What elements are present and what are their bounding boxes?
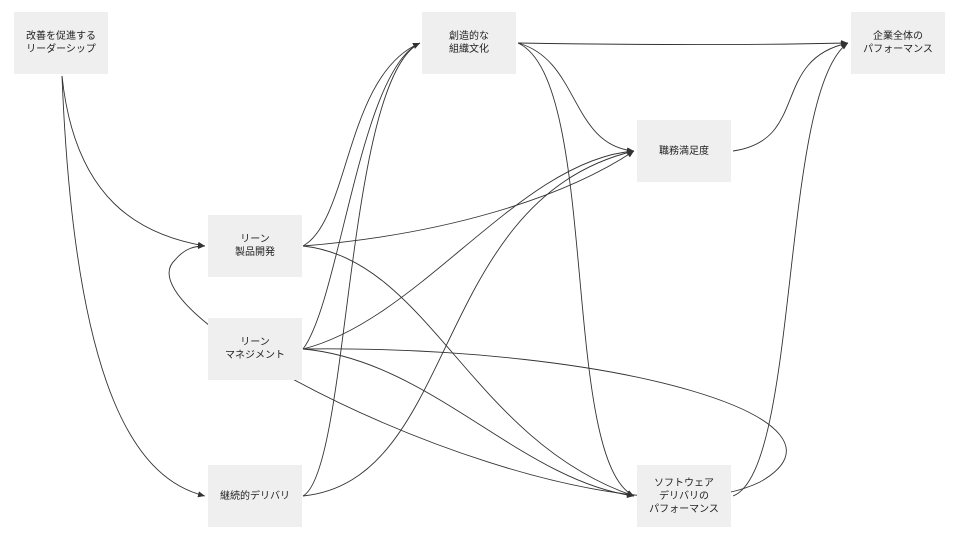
- node-label: 改善を促進する: [26, 31, 96, 42]
- edge-culture-to-org-perf: [517, 40, 849, 47]
- edge-lean-mgmt-to-sd-perf: [302, 348, 635, 498]
- edge-lean-product-to-sd-perf: [302, 245, 635, 497]
- node-label: デリバリの: [659, 490, 709, 502]
- edge-leadership-to-lean-product: [61, 75, 206, 248]
- edge-job-sat-to-org-perf: [732, 41, 849, 152]
- node-label: 組織文化: [449, 44, 489, 55]
- edge-lean-product-to-job-sat: [302, 150, 635, 247]
- edge-lean-mgmt-to-culture: [302, 42, 421, 350]
- node-label: ソフトウェア: [654, 477, 714, 489]
- node-lean-management: リーン マネジメント: [208, 318, 302, 380]
- node-label: リーダーシップ: [26, 44, 96, 55]
- node-improvement-leadership: 改善を促進する リーダーシップ: [14, 12, 108, 74]
- node-label: 職務満足度: [659, 145, 709, 157]
- edge-culture-to-job-sat: [517, 42, 635, 154]
- edge-sd-perf-to-org-perf: [732, 42, 849, 497]
- node-label: リーン: [240, 337, 270, 348]
- node-software-delivery-performance: ソフトウェア デリバリの パフォーマンス: [637, 465, 731, 527]
- node-label: パフォーマンス: [649, 503, 719, 515]
- node-organizational-performance: 企業全体の パフォーマンス: [851, 12, 945, 74]
- node-lean-product-development: リーン 製品開発: [208, 215, 302, 277]
- edge-culture-to-sd-perf: [517, 42, 635, 497]
- edge-cd-to-job-sat: [302, 149, 635, 497]
- node-label: リーン: [240, 234, 270, 245]
- node-job-satisfaction: 職務満足度: [637, 120, 731, 182]
- edge-lean-mgmt-to-job-sat: [302, 148, 635, 350]
- node-generative-culture: 創造的な 組織文化: [422, 12, 516, 74]
- node-label: 創造的な: [449, 31, 489, 42]
- edge-lean-product-to-culture: [302, 42, 421, 247]
- node-label: マネジメント: [225, 350, 285, 361]
- edge-leadership-to-cd: [61, 75, 206, 498]
- node-label: 製品開発: [235, 247, 275, 258]
- node-label: 継続的デリバリ: [220, 490, 290, 502]
- node-continuous-delivery: 継続的デリバリ: [208, 465, 302, 527]
- node-label: 企業全体の: [873, 31, 923, 42]
- edge-cd-to-culture: [302, 42, 421, 497]
- node-label: パフォーマンス: [863, 44, 933, 55]
